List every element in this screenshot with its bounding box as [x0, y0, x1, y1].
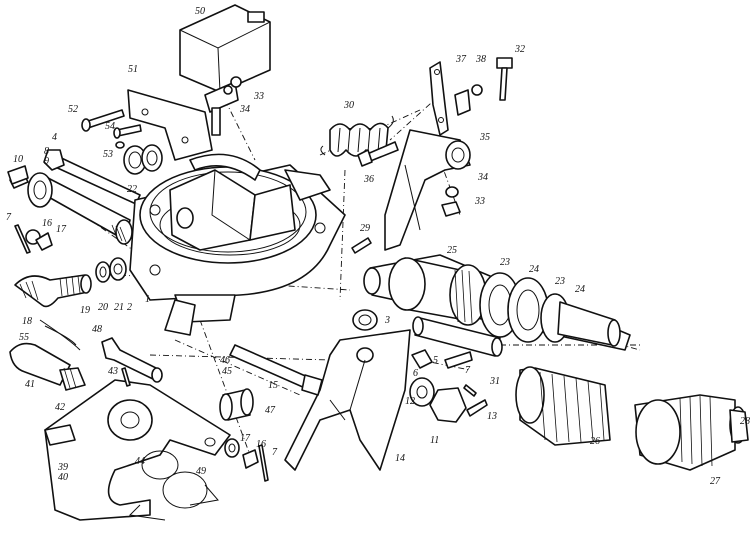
part-label: 8: [44, 146, 49, 157]
bolt-36: [357, 141, 399, 167]
bushing-45-46-47: [219, 388, 254, 421]
part-label: 13: [487, 411, 497, 422]
part-label: 53: [103, 149, 113, 160]
part-label: 16: [42, 218, 52, 229]
part-label: 46: [220, 355, 230, 366]
part-label: 1: [145, 294, 150, 305]
part-label: 47: [265, 405, 276, 416]
part-label: 23: [500, 257, 510, 268]
washers-20-21: [95, 257, 127, 283]
part-label: 35: [479, 132, 490, 143]
part-label: 10: [13, 154, 23, 165]
part-label: 49: [196, 466, 206, 477]
part-label: 4: [52, 132, 57, 143]
part-label: 9: [44, 156, 49, 167]
spring-clip-49: [128, 450, 219, 521]
part-label: 24: [575, 284, 585, 295]
part-label: 37: [455, 54, 467, 65]
part-label: 33: [253, 91, 264, 102]
part-label: 54: [105, 121, 115, 132]
lever-35: [384, 129, 471, 251]
wire-55: [39, 319, 81, 351]
relay-bracket-assembly: [127, 4, 271, 161]
part-label: 43: [108, 366, 118, 377]
part-label: 27: [710, 476, 721, 487]
part-label: 28: [740, 416, 750, 427]
part-label: 48: [92, 324, 102, 335]
part-label: 2: [127, 302, 132, 313]
small-screw-29: [351, 237, 372, 254]
part-label: 30: [343, 100, 354, 111]
part-label: 32: [514, 44, 525, 55]
part-label: 23: [555, 276, 565, 287]
part-label: 52: [68, 104, 78, 115]
fitting-8-9-10: [7, 165, 29, 185]
fasteners-lower: [224, 438, 269, 482]
bracket-14: [284, 329, 411, 471]
part-label: 5: [433, 355, 438, 366]
part-label: 50: [195, 6, 205, 17]
part-label: 6: [413, 368, 418, 379]
part-label: 7: [6, 212, 12, 223]
pin-41-42: [9, 342, 86, 391]
bracket-37: [429, 61, 483, 136]
bolt-32: [496, 57, 513, 101]
part-label: 34: [239, 104, 250, 115]
part-label: 12: [405, 396, 415, 407]
part-label: 11: [430, 435, 439, 446]
part-label: 7: [465, 365, 471, 376]
part-label: 16: [256, 439, 266, 450]
washer-3: [352, 309, 378, 331]
pin-31: [412, 316, 503, 357]
part-label: 18: [22, 316, 32, 327]
bolt-15: [229, 344, 323, 396]
shaft-and-springs: [363, 254, 631, 351]
part-label: 3: [384, 315, 390, 326]
bolt-and-tube: [9, 149, 141, 245]
boots-26-27-28: [515, 366, 749, 471]
part-label: 24: [529, 264, 539, 275]
small-screws: [81, 109, 142, 149]
part-label: 25: [447, 245, 457, 256]
hose-elbow: [14, 274, 92, 308]
part-label: 7: [272, 447, 278, 458]
part-label: 26: [590, 436, 600, 447]
part-label: 42: [55, 402, 65, 413]
part-label: 33: [474, 196, 485, 207]
part-label: 45: [222, 366, 232, 377]
part-label: 34: [477, 172, 488, 183]
part-label: 51: [128, 64, 138, 75]
part-label: 21: [114, 302, 124, 313]
small-screw-43: [121, 367, 131, 387]
part-label: 36: [363, 174, 374, 185]
part-label: 55: [19, 332, 29, 343]
part-label: 38: [475, 54, 486, 65]
part-label: 15: [268, 380, 278, 391]
part-label: 31: [489, 376, 500, 387]
part-label: 41: [25, 379, 35, 390]
seal-rings-22: [123, 144, 163, 175]
part-label: 19: [80, 305, 90, 316]
part-label: 17: [56, 224, 67, 235]
fasteners-right: [409, 349, 488, 423]
part-label: 17: [240, 433, 251, 444]
main-valve-body: [129, 153, 346, 336]
arm-39-40: [44, 379, 231, 521]
nuts-34-33-right: [441, 186, 461, 217]
left-pin-and-nut: [14, 224, 53, 254]
part-label: 20: [98, 302, 108, 313]
part-label: 22: [127, 184, 137, 195]
pin-48: [101, 337, 163, 383]
part-label: 29: [360, 223, 370, 234]
part-label: 39: [57, 462, 68, 473]
part-label: 44: [135, 456, 145, 467]
part-label: 14: [395, 453, 405, 464]
part-label: 40: [58, 472, 68, 483]
